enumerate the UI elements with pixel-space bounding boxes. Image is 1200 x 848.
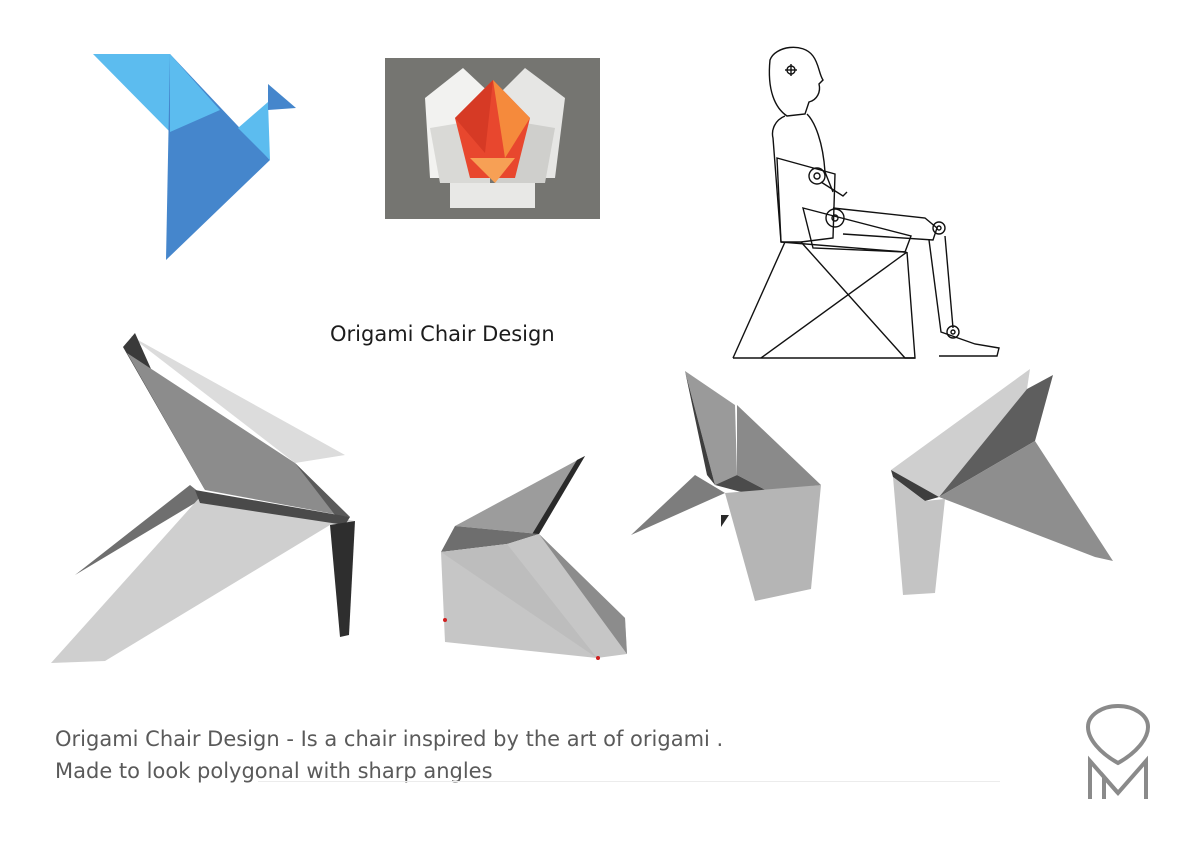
chair-render-1 [51,333,355,663]
brand-monogram [1085,703,1151,799]
origami-bird-logo [93,54,296,260]
caption-line-1: Origami Chair Design - Is a chair inspir… [55,727,724,751]
caption: Origami Chair Design - Is a chair inspir… [55,723,723,787]
caption-line-2: Made to look polygonal with sharp angles [55,759,493,783]
bird-head [268,84,296,110]
chair-render-4 [891,369,1113,595]
origami-paper-photo [385,58,600,219]
center-title: Origami Chair Design [330,322,555,346]
seated-figure-sketch [732,46,1000,359]
chair-render-3 [631,371,821,601]
caption-divider [258,781,1000,782]
bird-left-wing [93,54,170,132]
bird-back [170,54,220,132]
chair-render-2 [441,456,627,660]
bird-neck [238,102,270,160]
